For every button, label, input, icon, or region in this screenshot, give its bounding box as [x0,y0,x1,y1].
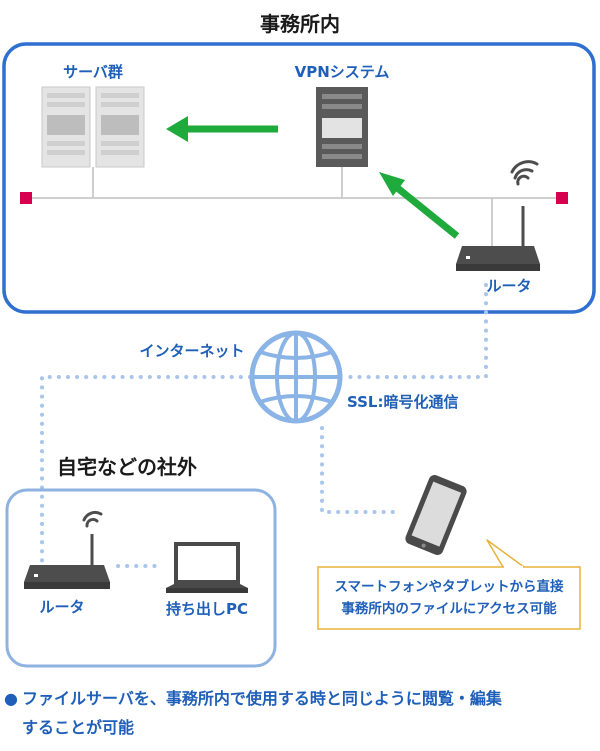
vpn-label: VPNシステム [295,63,390,81]
callout-line-2: 事務所内のファイルにアクセス可能 [341,600,557,617]
home-router-label: ルータ [39,598,84,616]
home-router-icon [24,534,110,589]
home-title: 自宅などの社外 [57,455,197,479]
globe-icon [249,330,343,424]
dotted-connection-office [340,283,488,379]
footer-bullet: ● [4,689,18,708]
ssl-label: SSL:暗号化通信 [347,393,459,411]
internet-label: インターネット [139,342,244,360]
smartphone-icon [405,475,467,555]
dotted-connection-home [40,375,252,564]
lan-terminator-left [20,192,32,204]
server-rack-icon [41,86,145,168]
callout-bubble [317,539,581,630]
lan-terminator-right [556,192,568,204]
dotted-connection-mobile [320,426,400,514]
footer-line-1: ファイルサーバを、事務所内で使用する時と同じように閲覧・編集 [22,689,503,708]
office-frame [2,42,596,314]
callout-line-1: スマートフォンやタブレットから直接 [334,578,564,595]
wifi-icon [510,160,539,186]
office-title: 事務所内 [260,12,340,36]
footer-line-2: することが可能 [22,718,134,737]
arrow-router-to-vpn [379,172,460,239]
vpn-server-icon [316,87,368,167]
home-wifi-icon [82,511,103,528]
laptop-icon [166,542,248,593]
arrow-vpn-to-servers [166,116,278,142]
servers-label: サーバ群 [63,63,123,81]
office-router-icon [456,206,540,271]
home-frame [5,488,277,668]
office-router-label: ルータ [486,277,531,295]
pc-label: 持ち出しPC [166,600,248,618]
